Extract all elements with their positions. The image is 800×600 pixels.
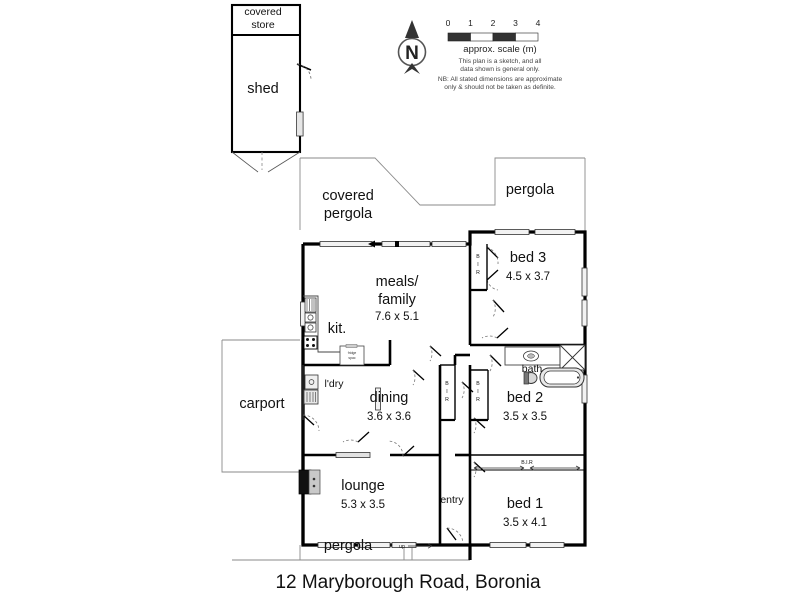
pergola-labels: covered pergola pergola [322,182,555,222]
room-label-entry: entry [440,494,464,506]
bir-label-bed2-2: I [477,389,478,395]
room-label-lounge: lounge [341,478,385,494]
scale-tick-2: 2 [491,18,496,28]
roof-outlines [221,151,586,561]
room-labels: covered store shed bed 3 4.5 x 3.7 meals… [239,6,550,554]
bir-label-hall-3: R [445,397,449,403]
room-label-pergola-top: pergola [506,182,555,198]
disclaimer-line-2: data shown is general only. [460,66,540,73]
north-letter: N [405,43,419,64]
room-dim-bed2: 3.5 x 3.5 [503,411,547,423]
bir-label-hall-2: I [446,389,447,395]
scale-tick-4: 4 [536,18,541,28]
kitchen-fixtures: fridge spac kit. [303,295,365,366]
shed-block [230,3,312,173]
scale-tick-3: 3 [513,18,518,28]
room-dim-bed1: 3.5 x 4.1 [503,517,547,529]
laundry-fixtures: l'dry [302,365,345,420]
disclaimer-line-1: This plan is a sketch, and all [459,58,542,65]
room-dim-bed3: 4.5 x 3.7 [506,271,550,283]
robe-lines: B.I.R [440,244,585,471]
room-label-carport: carport [239,396,284,412]
scale-tick-1: 1 [468,18,473,28]
room-label-bed3: bed 3 [510,250,546,266]
bir-label-hall-1: B [445,381,449,387]
room-dim-dining: 3.6 x 3.6 [367,411,411,423]
room-label-bed2: bed 2 [507,390,543,406]
room-label-bed1: bed 1 [507,496,543,512]
room-label-covered-pergola-2: pergola [324,206,373,222]
bir-vertical-labels: B I R B I R B I R [445,254,480,403]
scale-bar-segments [447,32,539,42]
room-label-covered-pergola: covered [322,188,374,204]
room-dim-lounge: 5.3 x 3.5 [341,499,385,511]
bath-fixtures: bath [504,344,586,388]
room-label-covered-store-1: covered [244,6,282,18]
bir-label-bed2-1: B [476,381,480,387]
room-label-pergola-bottom: pergola [324,538,373,554]
fridge-space-label-2: spac [348,356,355,360]
north-arrow: N [397,20,427,74]
bir-label-bed3-2: I [477,262,478,268]
stairs-up-label: up [399,544,405,550]
stairs-up-indicator: up [399,543,433,550]
room-dim-meals: 7.6 x 5.1 [375,311,419,323]
beam-markers [368,240,399,248]
scale-tick-0: 0 [446,18,451,28]
fridge-space-label-1: fridge [348,351,357,355]
disclaimer-line-4: only & should not be taken as definite. [444,84,556,91]
bir-label-bed2-3: R [476,397,480,403]
lounge-heater [298,469,321,495]
bir-label-bed1: B.I.R [521,460,533,466]
room-label-shed: shed [247,81,278,97]
scale-bar: 0 1 2 3 4 approx. scale (m) This plan is… [438,18,563,91]
disclaimer-line-3: NB: All stated dimensions are approximat… [438,76,563,83]
windows [300,229,588,548]
room-label-meals-2: family [378,292,417,308]
bir-label-bed3-1: B [476,254,480,260]
page-title: 12 Maryborough Road, Boronia [275,572,541,593]
room-label-kitchen: kit. [328,321,347,337]
room-label-laundry: l'dry [325,378,345,390]
bir-label-bed3-3: R [476,270,480,276]
room-label-dining: dining [370,390,409,406]
room-label-covered-store-2: store [251,19,275,31]
room-label-meals-1: meals/ [376,274,420,290]
room-label-bath: bath [522,363,543,375]
scale-caption: approx. scale (m) [463,44,536,55]
